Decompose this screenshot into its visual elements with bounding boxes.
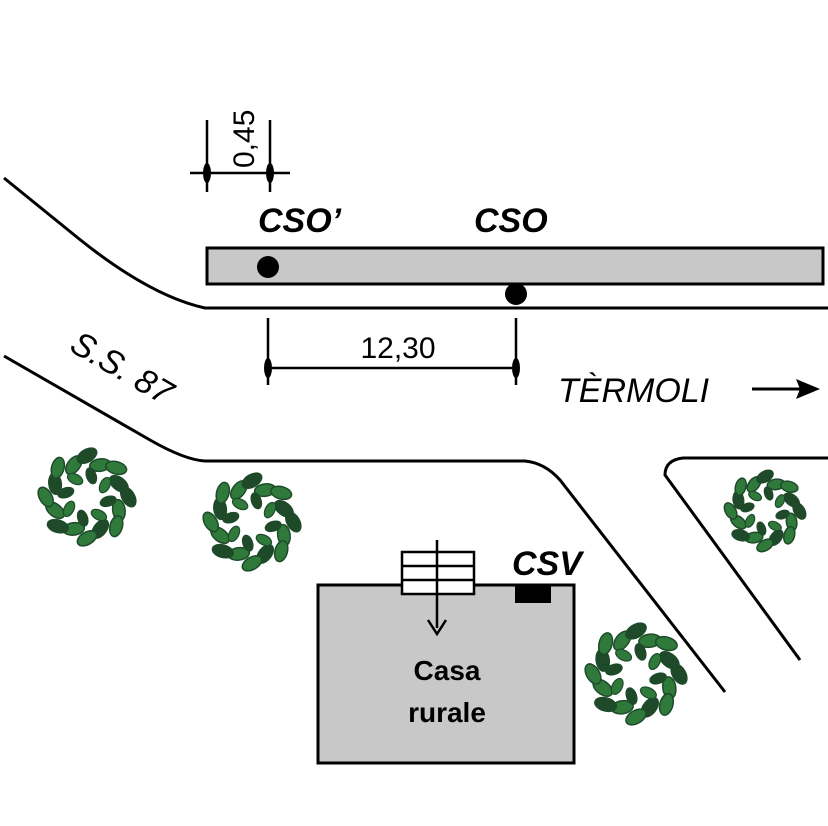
sidewalk-strip xyxy=(205,246,825,286)
dimension-tick xyxy=(264,358,272,378)
direction-label: TÈRMOLI xyxy=(558,372,710,410)
cso-point xyxy=(505,283,527,305)
arrow-down-icon xyxy=(426,540,448,637)
cso-label: CSO xyxy=(474,202,548,240)
arrow-right-icon xyxy=(752,379,820,399)
tree-icon xyxy=(202,472,302,572)
dimension-tick xyxy=(203,163,211,183)
side-road-edge xyxy=(663,456,828,661)
building-casa-rurale xyxy=(316,583,576,765)
cso-prime-label: CSO’ xyxy=(258,202,342,240)
dimension-tick xyxy=(266,163,274,183)
tree-icon xyxy=(37,447,137,547)
tree-icon xyxy=(584,622,688,726)
building-label-line2: rurale xyxy=(408,697,486,728)
dimension-tick xyxy=(512,358,520,378)
dimension-horizontal-value: 12,30 xyxy=(360,332,435,365)
dimension-vertical-value: 0,45 xyxy=(228,110,261,168)
road-edge-lower xyxy=(3,354,727,693)
cso-prime-point xyxy=(257,256,279,278)
csv-marker xyxy=(515,586,551,603)
csv-label: CSV xyxy=(512,545,585,583)
building-label-line1: Casa xyxy=(414,655,481,686)
tree-icon xyxy=(723,469,807,553)
road-edge-upper xyxy=(3,176,828,310)
